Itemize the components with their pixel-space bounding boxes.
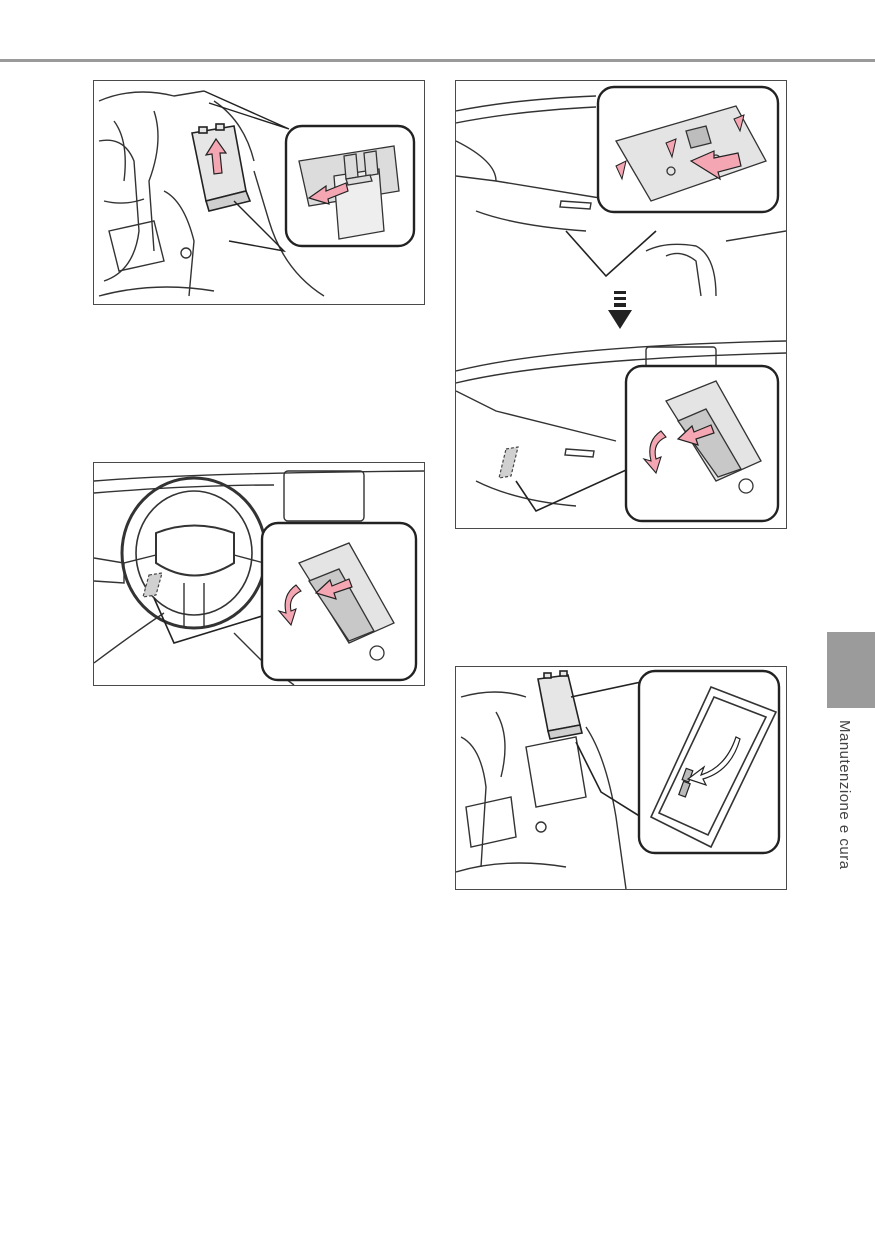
engine-fuse-box-figure	[93, 80, 425, 305]
fuse-panel-location-marker	[498, 446, 519, 479]
fuse-puller-figure	[455, 666, 787, 890]
section-tab	[827, 632, 875, 708]
panel-push-arrow-icon	[689, 150, 742, 181]
puller-direction-arrow-icon	[686, 736, 741, 787]
driver-fuse-box-illustration	[94, 470, 424, 685]
passenger-fuse-panel-figure	[455, 80, 787, 529]
clip-arrow-mid-icon	[665, 138, 677, 159]
passenger-fuse-panel-illustration	[456, 85, 786, 523]
step-down-arrow-icon	[608, 291, 632, 329]
engine-fuse-box-illustration	[98, 90, 416, 297]
release-tab-arrow-icon	[314, 578, 353, 600]
page-header-rule	[0, 59, 875, 62]
clip-release-arrow-icon	[307, 182, 349, 205]
pivot-arrow-icon	[642, 430, 667, 475]
fuse-box-location-marker	[142, 572, 163, 598]
clip-arrow-right-icon	[733, 114, 745, 133]
lift-arrow-icon	[204, 137, 228, 175]
section-label: Manutenzione e cura	[836, 720, 853, 870]
clip-arrow-left-icon	[615, 160, 627, 181]
pivot-arrow-icon	[277, 584, 302, 627]
fuse-puller-illustration	[456, 669, 781, 889]
release-tab-arrow-icon	[676, 424, 715, 446]
driver-fuse-box-figure	[93, 462, 425, 686]
